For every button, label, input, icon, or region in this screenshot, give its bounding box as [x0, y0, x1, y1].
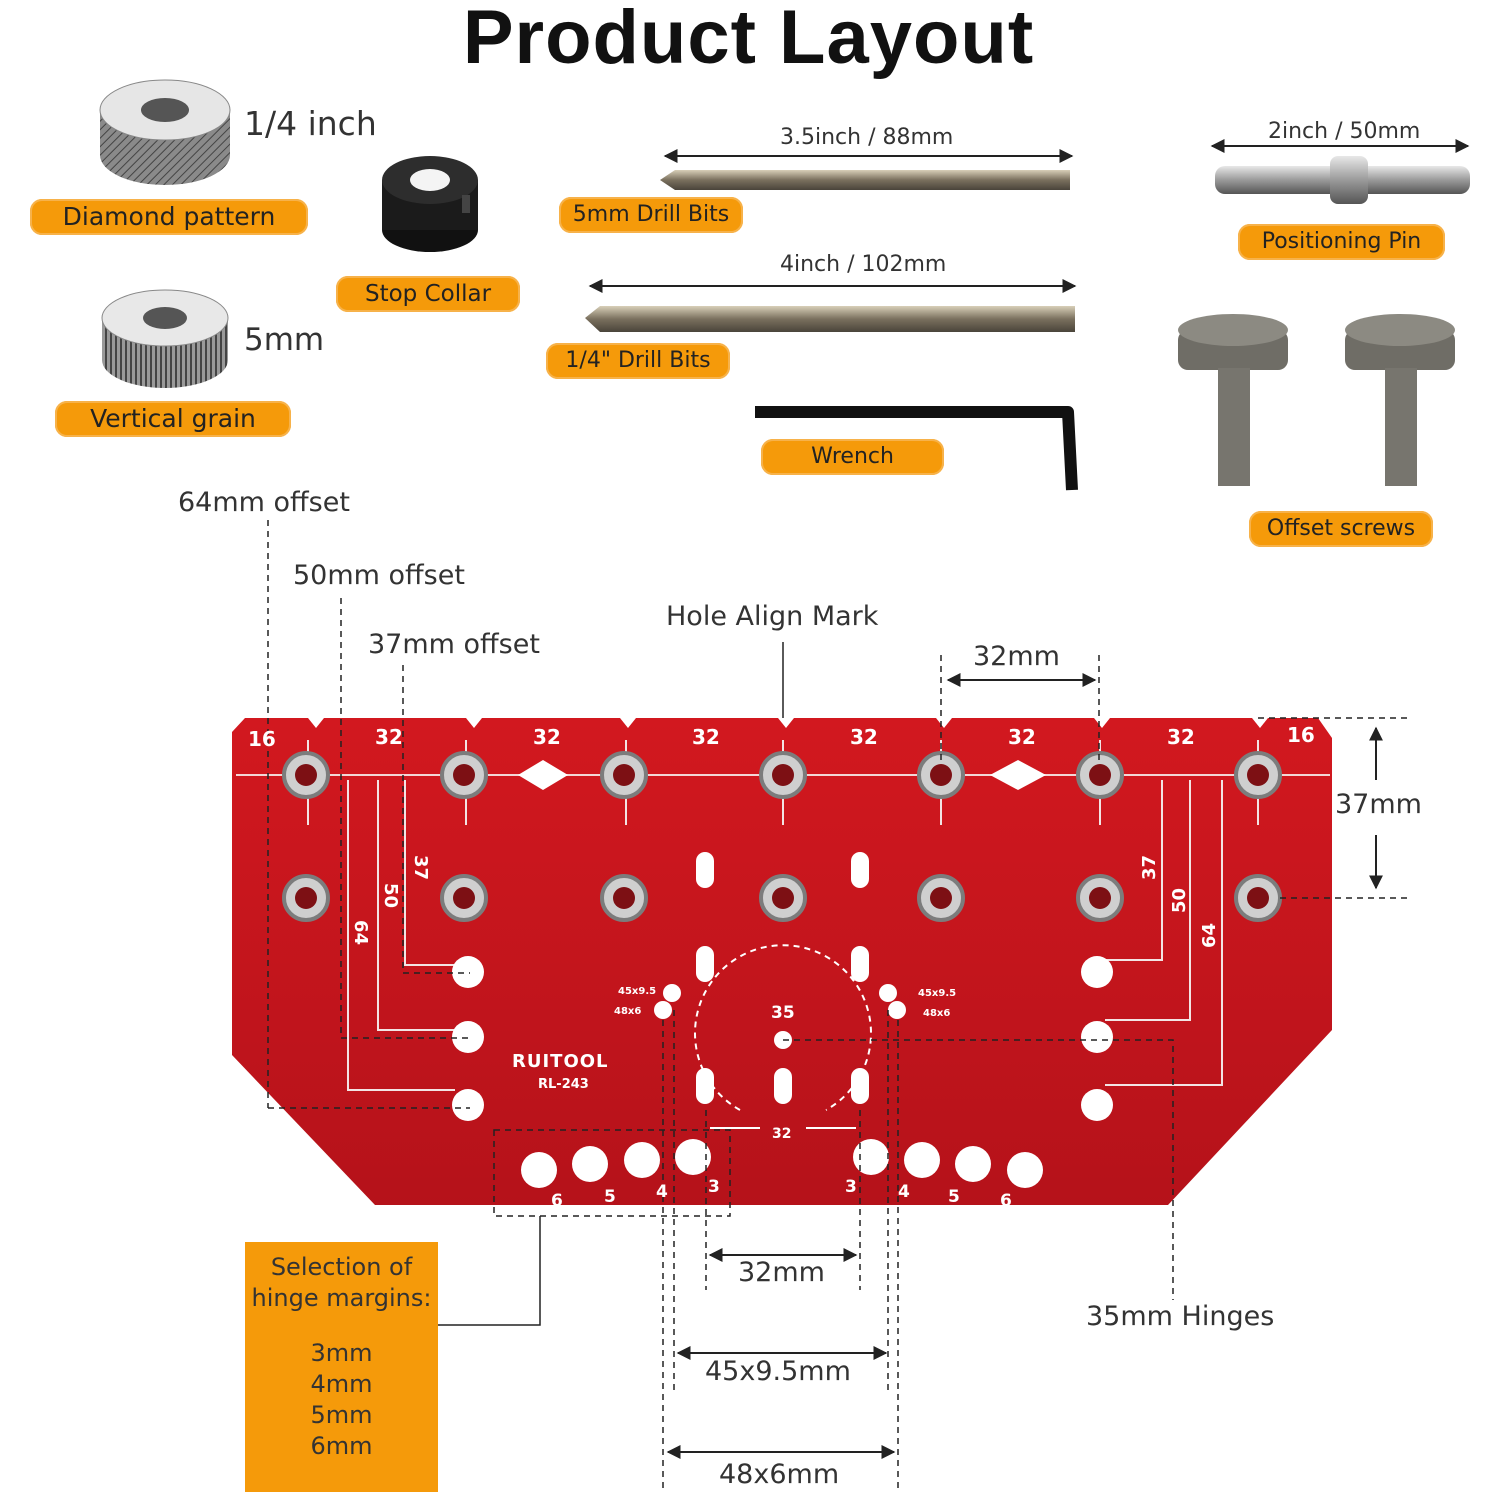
jig-edge-mark: 32: [850, 725, 878, 749]
jig-offset-mark: 50: [380, 883, 401, 908]
pin-length: 2inch / 50mm: [1268, 119, 1421, 144]
bushing-vertical-icon: [101, 289, 229, 388]
hinge-margin-title: hinge margins:: [251, 1284, 432, 1312]
diamond-pattern-tag: Diamond pattern: [30, 199, 308, 235]
jig-brand: RUITOOL: [512, 1051, 609, 1072]
drill14-length: 4inch / 102mm: [780, 252, 947, 277]
jig-margin-mark: 6: [1000, 1191, 1012, 1211]
size45-label: 45x9.5mm: [705, 1356, 851, 1387]
wrench-tag: Wrench: [761, 439, 944, 475]
jig-bottom-mark: 32: [772, 1126, 791, 1142]
spacing32-bottom-label: 32mm: [738, 1257, 825, 1288]
hole-align-label: Hole Align Mark: [666, 601, 879, 632]
jig-body: [232, 718, 1332, 1205]
spacing32-top-label: 32mm: [973, 641, 1060, 672]
jig-edge-mark: 32: [375, 725, 403, 749]
jig-margin-mark: 4: [656, 1182, 668, 1202]
hinge-margin-value: 6mm: [310, 1432, 373, 1460]
jig-edge-mark: 32: [692, 725, 720, 749]
jig-margin-mark: 5: [948, 1187, 960, 1207]
page-title: Product Layout: [462, 0, 1035, 80]
jig-offset-mark: 50: [1169, 888, 1190, 913]
vertical-grain-tag: Vertical grain: [55, 401, 291, 437]
offset-screw-left-icon: [1178, 314, 1288, 486]
hinge-margin-value: 5mm: [310, 1401, 373, 1429]
positioning-pin-icon: [1210, 139, 1470, 204]
jig-edge-mark: 16: [1287, 723, 1315, 747]
hinge-margin-title: Selection of: [270, 1253, 413, 1281]
jig-model: RL-243: [538, 1077, 589, 1092]
jig-edge-mark: 32: [1167, 725, 1195, 749]
jig-offset-mark: 64: [350, 920, 371, 945]
height37-label: 37mm: [1335, 789, 1422, 820]
jig-edge-mark: 32: [533, 725, 561, 749]
bushing-bottom-size: 5mm: [244, 322, 325, 358]
offset64-label: 64mm offset: [178, 487, 350, 518]
jig-edge-mark: 32: [1008, 725, 1036, 749]
jig-offset-mark: 37: [1139, 855, 1160, 880]
offset50-label: 50mm offset: [293, 560, 465, 591]
hinge-margin-value: 4mm: [310, 1370, 373, 1398]
drill14-tag: 1/4" Drill Bits: [546, 343, 730, 379]
wrench-icon: [755, 406, 1078, 491]
jig-center-mark: 35: [771, 1003, 795, 1023]
drill5-tag: 5mm Drill Bits: [559, 197, 743, 233]
jig-slot-mark: 45x9.5: [918, 988, 956, 999]
jig-margin-mark: 4: [898, 1182, 910, 1202]
drill-quarter-icon: [585, 279, 1077, 332]
drill-5mm-icon: [660, 149, 1074, 190]
hinge-margin-box: Selection of hinge margins: 3mm 4mm 5mm …: [245, 1242, 438, 1492]
size48-label: 48x6mm: [719, 1459, 840, 1490]
jig-margin-mark: 3: [845, 1177, 857, 1197]
bushing-diamond-icon: [99, 79, 231, 185]
jig-slot-mark: 48x6: [923, 1008, 950, 1019]
drill5-length: 3.5inch / 88mm: [780, 125, 954, 150]
jig-margin-mark: 5: [604, 1187, 616, 1207]
hinges35-label: 35mm Hinges: [1086, 1301, 1275, 1332]
positioning-pin-tag: Positioning Pin: [1238, 224, 1445, 260]
offset-screw-right-icon: [1345, 314, 1455, 486]
jig-edge-mark: 16: [248, 727, 276, 751]
jig-slot-mark: 45x9.5: [618, 986, 656, 997]
bushing-top-size: 1/4 inch: [244, 104, 377, 143]
jig-margin-mark: 6: [551, 1191, 563, 1211]
jig-margin-mark: 3: [708, 1177, 720, 1197]
jig-offset-mark: 64: [1199, 923, 1220, 948]
jig-offset-mark: 37: [410, 855, 431, 880]
stop-collar-tag: Stop Collar: [336, 276, 520, 312]
offset-screws-tag: Offset screws: [1249, 511, 1433, 547]
hinge-margin-value: 3mm: [310, 1339, 373, 1367]
jig-slot-mark: 48x6: [614, 1006, 641, 1017]
stop-collar-icon: [382, 156, 478, 252]
offset37-label: 37mm offset: [368, 629, 540, 660]
